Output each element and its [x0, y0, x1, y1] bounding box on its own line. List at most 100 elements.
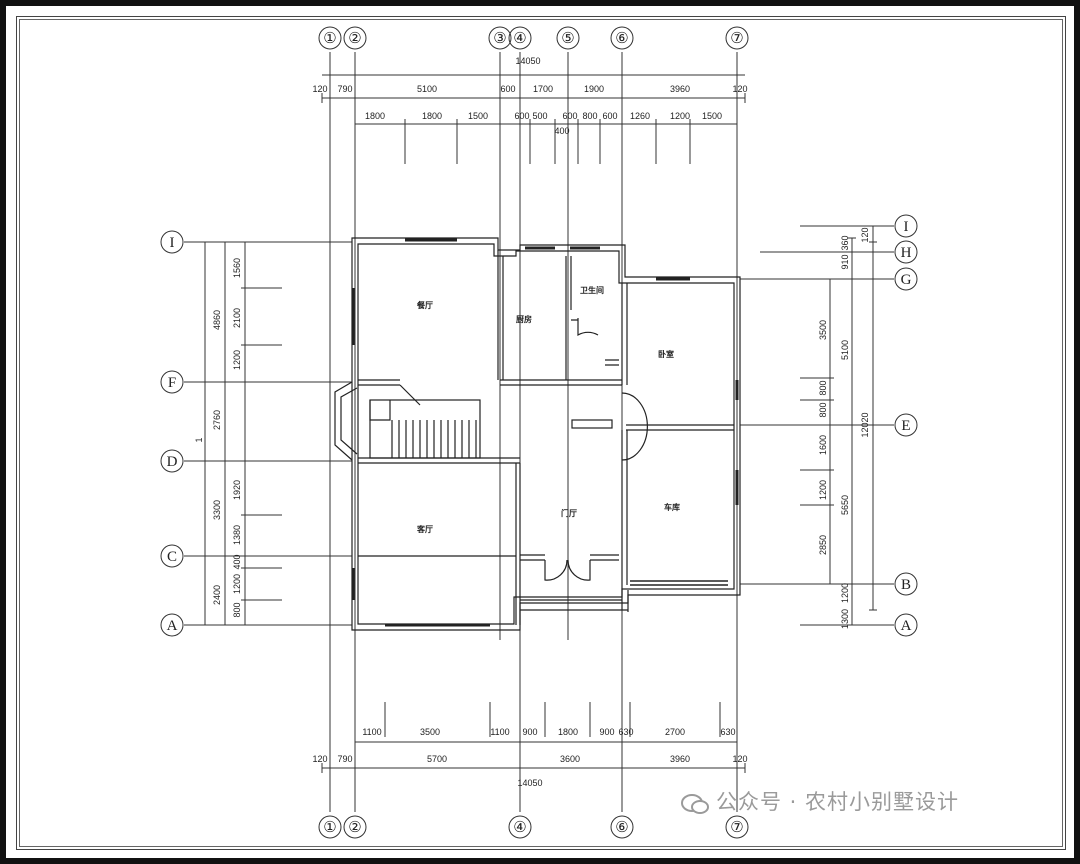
axis-label-top: ⑤ [561, 31, 574, 47]
axis-bubble [160, 544, 184, 568]
axis-bubble [508, 26, 532, 50]
dimension-label: 400 [232, 554, 242, 569]
axis-bubble [160, 613, 184, 637]
axis-label-top: ⑦ [730, 31, 743, 47]
dimension-label: 120 [732, 84, 747, 94]
dimension-label: 600 [500, 84, 515, 94]
axis-bubble [894, 214, 918, 238]
axis-bubble [610, 26, 634, 50]
axis-bubble [894, 413, 918, 437]
dimension-label: 1700 [533, 84, 553, 94]
dimension-label: 600 [602, 111, 617, 121]
dimension-label: 790 [337, 84, 352, 94]
dimension-label: 3600 [560, 754, 580, 764]
dimension-label: 3960 [670, 84, 690, 94]
dimension-label: 12020 [860, 412, 870, 437]
axis-label-left: C [167, 549, 177, 565]
axis-label-right: H [901, 245, 912, 261]
dimension-label: 5650 [840, 495, 850, 515]
dimension-total-bottom: 14050 [517, 778, 542, 788]
dimension-label: 5100 [417, 84, 437, 94]
dimension-label: 1100 [362, 727, 381, 737]
dimension-label: 800 [818, 380, 828, 395]
dimension-label: 1200 [232, 574, 242, 594]
dimension-label: 120 [312, 84, 327, 94]
axis-bubble [556, 26, 580, 50]
axis-bubble [343, 815, 367, 839]
dimension-label: 800 [582, 111, 597, 121]
dimension-label: 790 [337, 754, 352, 764]
dimension-label: 1100 [490, 727, 509, 737]
axis-label-left: F [168, 375, 176, 391]
dimension-label: 1600 [818, 435, 828, 455]
dimension-label: 1800 [422, 111, 442, 121]
axis-label-top: ③ [493, 31, 506, 47]
dimension-label: 120 [312, 754, 327, 764]
dimension-label: 360 [840, 235, 850, 250]
axis-label-right: B [901, 577, 911, 593]
dimension-label: 3300 [212, 500, 222, 520]
axis-label-right: I [904, 219, 909, 235]
axis-bubble [610, 815, 634, 839]
dimension-label: 900 [522, 727, 537, 737]
axis-label-bottom: ⑥ [615, 820, 628, 836]
axis-label-bottom: ① [323, 820, 336, 836]
dimension-label: 1300 [840, 609, 850, 629]
axis-label-right: A [901, 618, 912, 634]
axis-bubble [725, 815, 749, 839]
axis-bubble [488, 26, 512, 50]
dimension-label: 2400 [212, 585, 222, 605]
room-label: 卫生间 [580, 285, 604, 295]
dimension-label: 1200 [232, 350, 242, 370]
room-label: 门厅 [561, 508, 577, 518]
dimension-label: 1800 [365, 111, 385, 121]
dimension-label: 400 [554, 126, 569, 136]
wechat-icon [681, 794, 709, 814]
room-label: 厨房 [516, 314, 532, 324]
room-label: 卧室 [658, 349, 674, 359]
axis-bubble [318, 26, 342, 50]
axis-bubble [508, 815, 532, 839]
axis-bubble [894, 267, 918, 291]
dimension-label: 1560 [232, 258, 242, 278]
axis-bubble [160, 370, 184, 394]
axis-bubble [894, 240, 918, 264]
axis-label-right: G [901, 272, 912, 288]
dimension-label: 1200 [670, 111, 690, 121]
dimension-label: 630 [720, 727, 735, 737]
axis-label-bottom: ② [348, 820, 361, 836]
dimension-label: 120 [732, 754, 747, 764]
room-label: 客厅 [416, 524, 433, 534]
dimension-label: 1200 [818, 480, 828, 500]
dimension-label: 120 [860, 227, 870, 242]
axis-label-right: E [901, 418, 910, 434]
dimension-label: 1800 [558, 727, 578, 737]
axis-label-bottom: ⑦ [730, 820, 743, 836]
watermark-text: 公众号 · 农村小别墅设计 [716, 790, 960, 814]
axis-bubble [894, 572, 918, 596]
dimension-label: 2700 [665, 727, 685, 737]
dimension-label: 600 [562, 111, 577, 121]
dimension-label: 5100 [840, 340, 850, 360]
axis-bubble [160, 449, 184, 473]
axis-label-top: ⑥ [615, 31, 628, 47]
dimension-label: 1260 [630, 111, 650, 121]
axis-label-left: I [170, 235, 175, 251]
axis-bubble [343, 26, 367, 50]
dimension-label: 1380 [232, 525, 242, 545]
axis-label-top: ② [348, 31, 361, 47]
axis-bubble [725, 26, 749, 50]
dimension-label: 2100 [232, 308, 242, 328]
dimension-label: 2760 [212, 410, 222, 430]
axis-bubble [160, 230, 184, 254]
dimension-label: 800 [818, 402, 828, 417]
dimension-label: 1900 [584, 84, 604, 94]
dimension-label: 4860 [212, 310, 222, 330]
dimension-label: 600 [514, 111, 529, 121]
dimension-label: 630 [618, 727, 633, 737]
dimension-label: 3500 [420, 727, 440, 737]
dimension-label: 3960 [670, 754, 690, 764]
axis-label-top: ① [323, 31, 336, 47]
walls [334, 237, 741, 631]
